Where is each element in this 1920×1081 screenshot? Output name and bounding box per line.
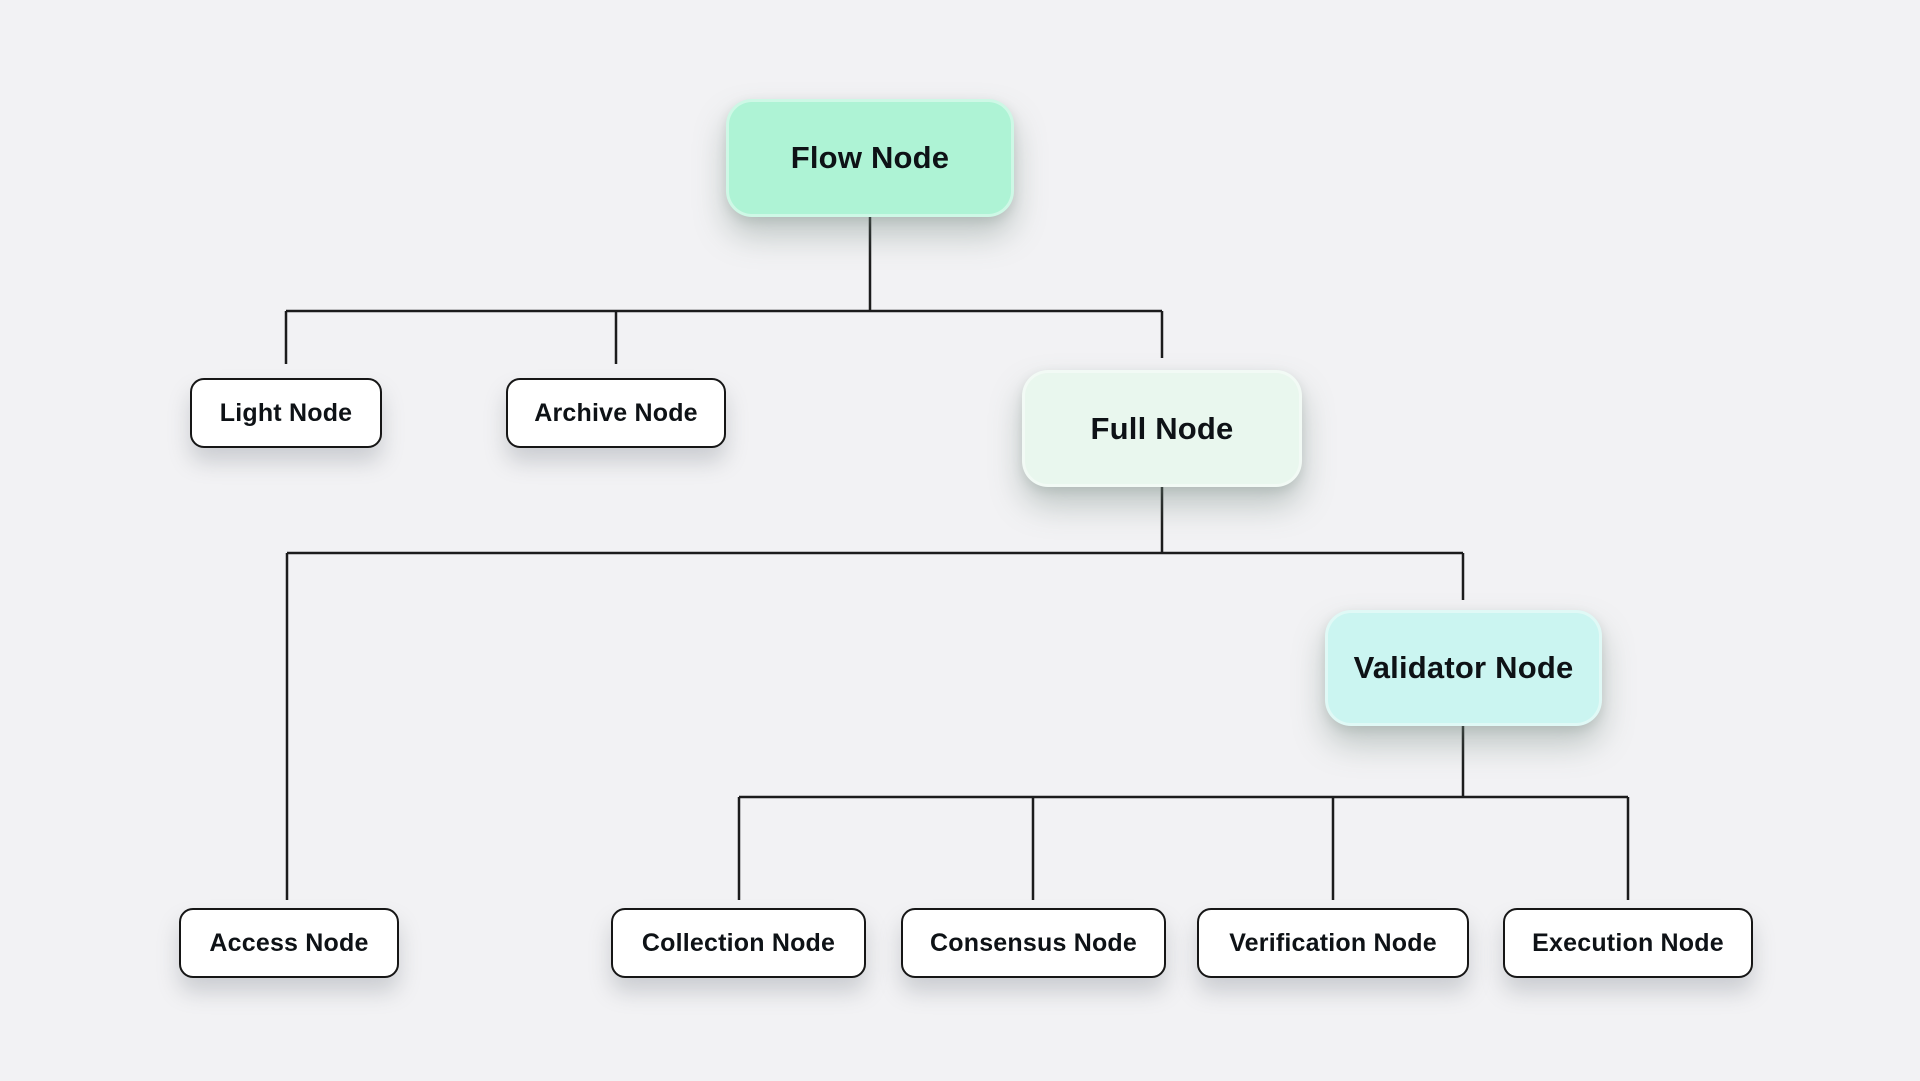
node-access: Access Node (179, 908, 399, 978)
node-archive: Archive Node (506, 378, 726, 448)
node-execution: Execution Node (1503, 908, 1753, 978)
node-collection: Collection Node (611, 908, 866, 978)
node-light: Light Node (190, 378, 382, 448)
node-full: Full Node (1022, 370, 1302, 487)
node-validator: Validator Node (1325, 610, 1602, 726)
node-flow: Flow Node (726, 99, 1014, 217)
node-verification: Verification Node (1197, 908, 1469, 978)
node-consensus: Consensus Node (901, 908, 1166, 978)
